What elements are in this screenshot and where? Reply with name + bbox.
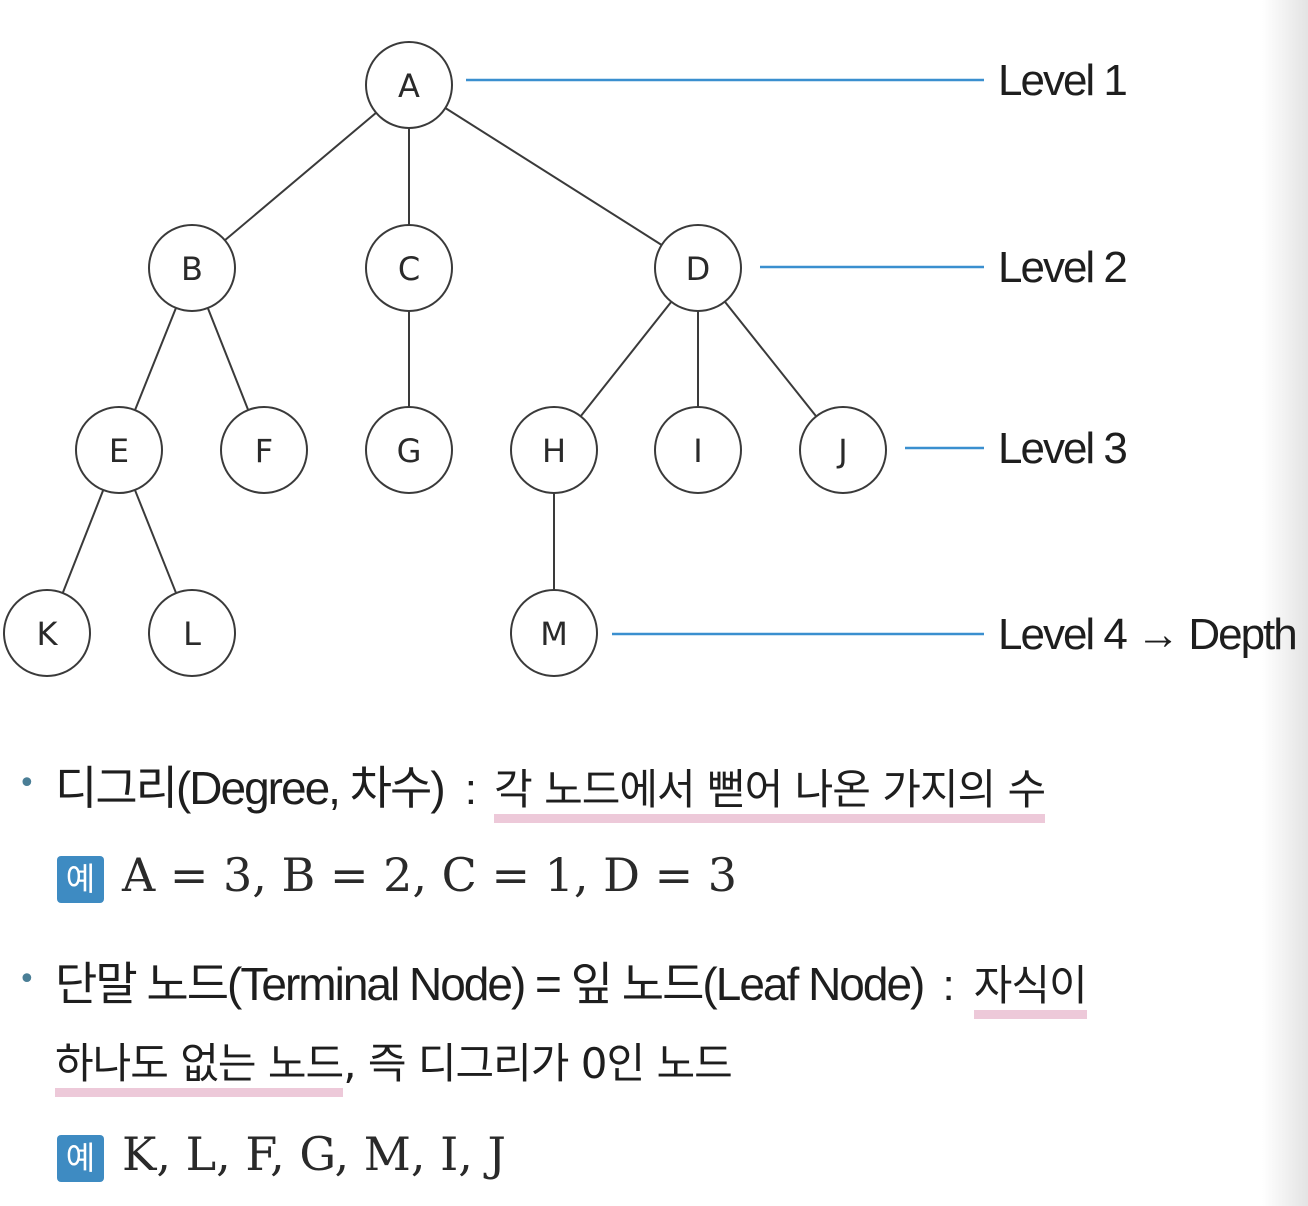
tree-edges <box>61 107 817 594</box>
node-E: E <box>75 406 163 494</box>
node-label: J <box>836 432 847 470</box>
level-labels: Level 1 Level 2 Level 3 Level 4 → Depth <box>998 56 1298 659</box>
node-circle <box>148 589 236 677</box>
leaf-row-continued: 하나도 없는 노드, 즉 디그리가 0인 노드 <box>55 1030 733 1097</box>
node-circle <box>365 406 453 494</box>
page-edge-shadow <box>1262 0 1308 1206</box>
node-label: H <box>542 432 566 470</box>
bullet-icon: • <box>18 766 36 801</box>
tree-nodes: A B C D E F G H I J K L M <box>3 41 887 677</box>
leaf-term: 단말 노드(Terminal Node) = 잎 노드(Leaf Node) <box>55 958 925 1010</box>
edge-D-J <box>724 301 817 417</box>
leaf-separator: : <box>942 961 955 1010</box>
node-label: B <box>181 250 203 288</box>
edge-B-E <box>134 307 177 411</box>
level-label-1: Level 1 <box>998 56 1126 105</box>
leaf-definition-rest: , 즉 디그리가 0인 노드 <box>343 1039 733 1088</box>
node-A: A <box>365 41 453 129</box>
node-label: G <box>397 432 422 470</box>
edge-B-F <box>206 307 250 411</box>
node-circle <box>365 41 453 129</box>
node-label: L <box>183 615 201 653</box>
node-label: A <box>398 67 420 105</box>
level-indicator-lines <box>466 78 984 636</box>
node-I: I <box>654 406 742 494</box>
degree-separator: : <box>464 765 477 814</box>
node-circle <box>220 406 308 494</box>
edge-A-B <box>224 111 377 242</box>
node-circle <box>510 589 598 677</box>
node-D: D <box>654 224 742 312</box>
leaf-definition-part1: 자식이 <box>973 961 1088 1019</box>
node-J: J <box>799 406 887 494</box>
node-circle <box>654 224 742 312</box>
node-H: H <box>510 406 598 494</box>
node-label: K <box>37 615 59 653</box>
node-circle <box>75 406 163 494</box>
edge-D-H <box>579 301 673 417</box>
node-circle <box>148 224 236 312</box>
level-label-4: Level 4 → Depth <box>998 610 1296 659</box>
degree-example: A = 3, B = 2, C = 1, D = 3 <box>122 848 738 902</box>
level-label-2: Level 2 <box>998 243 1126 292</box>
level-label-3: Level 3 <box>998 424 1126 473</box>
degree-definition: 각 노드에서 뻗어 나온 가지의 수 <box>494 765 1046 823</box>
node-F: F <box>220 406 308 494</box>
node-label: M <box>540 615 568 653</box>
bullet-icon: • <box>18 962 36 997</box>
node-circle <box>510 406 598 494</box>
node-circle <box>654 406 742 494</box>
edge-E-L <box>134 489 177 594</box>
example-badge: 예 <box>57 856 104 903</box>
example-badge: 예 <box>57 1135 104 1182</box>
node-label: D <box>686 250 711 288</box>
degree-term: 디그리(Degree, 차수) <box>55 762 446 814</box>
node-label: I <box>693 432 702 470</box>
node-circle <box>365 224 453 312</box>
leaf-example: K, L, F, G, M, I, J <box>122 1127 506 1181</box>
node-circle <box>799 406 887 494</box>
node-circle <box>3 589 91 677</box>
node-C: C <box>365 224 453 312</box>
node-K: K <box>3 589 91 677</box>
node-label: E <box>109 432 129 470</box>
leaf-definition-part2: 하나도 없는 노드 <box>55 1039 344 1097</box>
node-G: G <box>365 406 453 494</box>
edge-E-K <box>61 489 105 594</box>
node-M: M <box>510 589 598 677</box>
node-label: C <box>398 250 420 288</box>
node-L: L <box>148 589 236 677</box>
node-B: B <box>148 224 236 312</box>
edge-A-D <box>444 107 663 246</box>
node-label: F <box>255 432 273 470</box>
